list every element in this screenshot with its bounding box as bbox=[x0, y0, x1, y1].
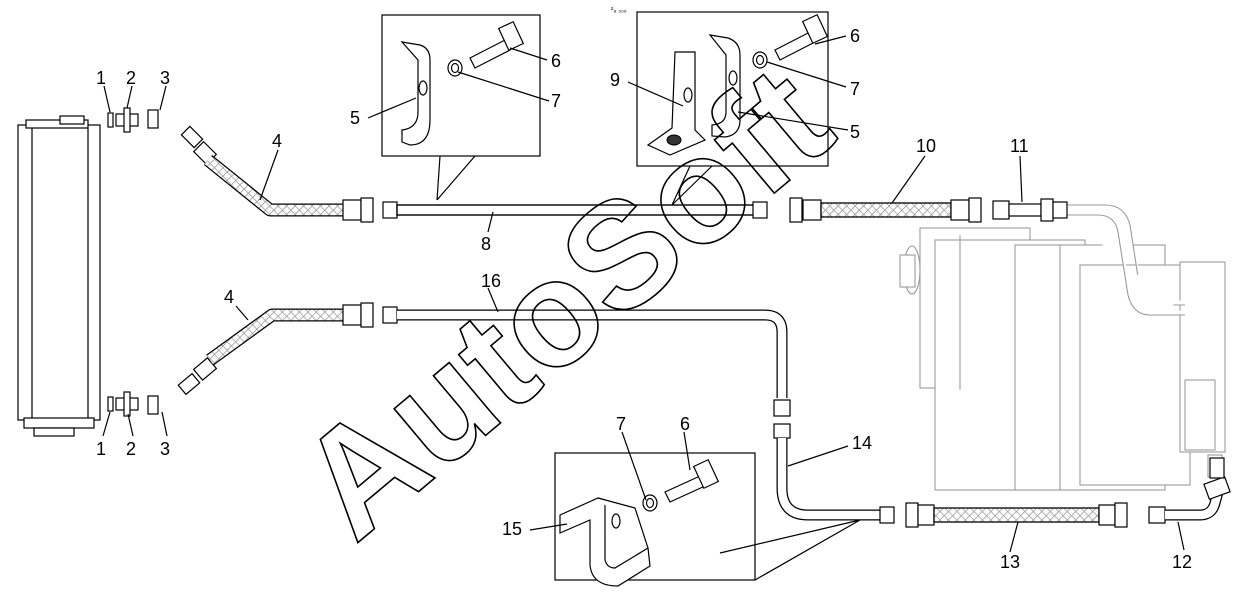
callout-1: 1 bbox=[96, 439, 106, 459]
callout-7: 7 bbox=[551, 91, 561, 111]
callout-11: 11 bbox=[1010, 136, 1029, 156]
o-ring-lower bbox=[107, 396, 114, 412]
callout-6: 6 bbox=[551, 51, 561, 71]
o-ring-upper bbox=[107, 112, 114, 128]
fitting-11 bbox=[992, 200, 1010, 220]
callout-13: 13 bbox=[1000, 552, 1020, 572]
callout-8: 8 bbox=[481, 234, 491, 254]
hose-13 bbox=[933, 507, 1100, 523]
callout-1: 1 bbox=[96, 68, 106, 88]
inset-bracket-5 bbox=[381, 14, 541, 201]
callout-7: 7 bbox=[850, 79, 860, 99]
transmission-housing bbox=[899, 204, 1226, 491]
inset-bracket-15 bbox=[554, 452, 861, 587]
callout-7: 7 bbox=[616, 414, 626, 434]
callout-9: 9 bbox=[610, 70, 620, 90]
hose-lower bbox=[206, 309, 345, 365]
callout-3: 3 bbox=[160, 68, 170, 88]
callout-2: 2 bbox=[126, 439, 136, 459]
callout-numbers: 1 2 3 4 5 6 7 9 6 7 5 8 10 11 16 4 1 2 3… bbox=[96, 26, 1192, 572]
callout-6: 6 bbox=[680, 414, 690, 434]
callout-16: 16 bbox=[481, 271, 501, 291]
lower-line bbox=[107, 302, 1231, 528]
elbow-12 bbox=[1148, 506, 1166, 524]
callout-14: 14 bbox=[852, 433, 872, 453]
hose-10 bbox=[820, 202, 952, 218]
hose-upper bbox=[204, 155, 345, 216]
callout-4: 4 bbox=[272, 131, 282, 151]
callout-10: 10 bbox=[916, 136, 936, 156]
leader-lines bbox=[102, 35, 1185, 553]
callout-6: 6 bbox=[850, 26, 860, 46]
corner-code: ²₈ ₃₀₉ bbox=[611, 7, 627, 14]
oil-cooler bbox=[17, 115, 101, 437]
callout-3: 3 bbox=[160, 439, 170, 459]
callout-2: 2 bbox=[126, 68, 136, 88]
callout-12: 12 bbox=[1172, 552, 1192, 572]
callout-4: 4 bbox=[224, 287, 234, 307]
upper-line bbox=[107, 107, 1068, 223]
callout-5: 5 bbox=[350, 108, 360, 128]
callout-15: 15 bbox=[502, 519, 522, 539]
callout-5: 5 bbox=[850, 122, 860, 142]
